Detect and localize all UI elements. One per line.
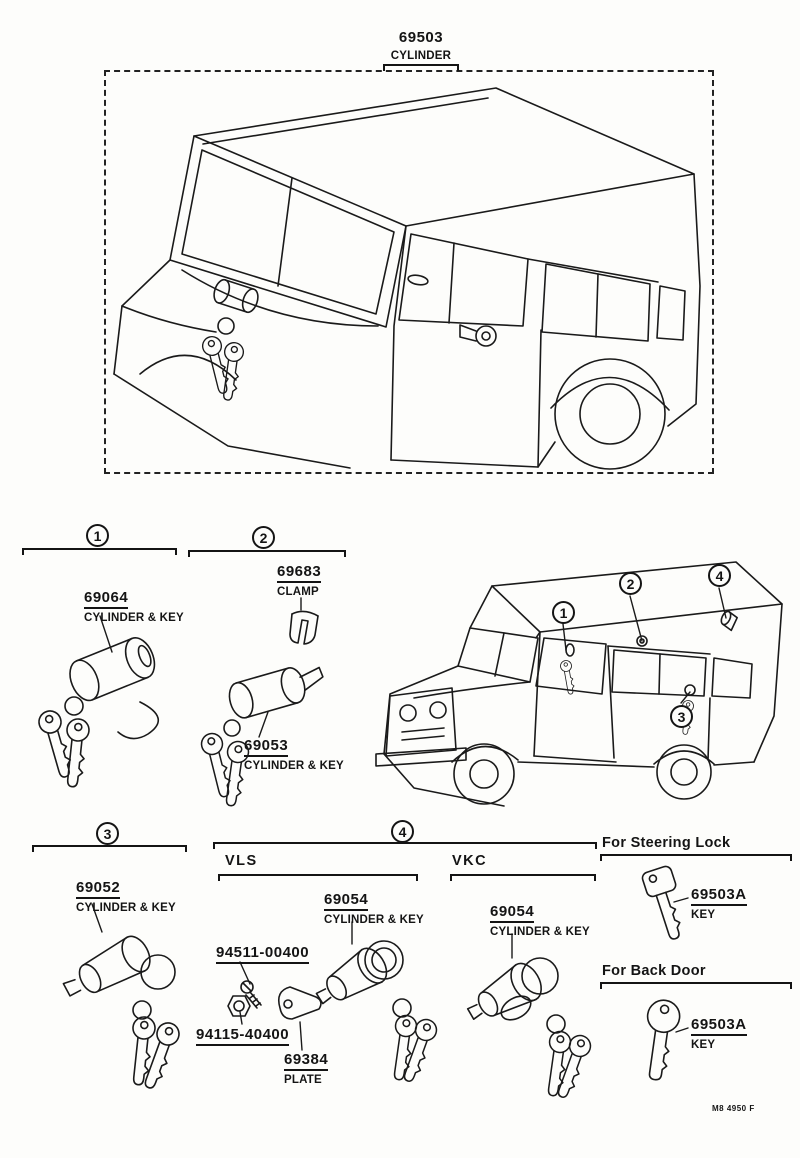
callout-2-badge: 2	[619, 572, 642, 595]
part-number: 69683	[277, 564, 322, 583]
part-94511-label: 94511-00400	[216, 944, 310, 964]
main-part-number: 69503	[398, 29, 444, 46]
part-69683-label: 69683 CLAMP	[277, 563, 322, 600]
main-part-name: CYLINDER	[390, 50, 452, 62]
part-69054-vls-drawing	[315, 940, 441, 1086]
steering-lock-heading: For Steering Lock	[602, 835, 731, 851]
vls-rule	[218, 874, 418, 881]
callout-3-badge: 3	[670, 705, 693, 728]
section-4-bracket	[213, 842, 597, 849]
part-name: CYLINDER & KEY	[244, 759, 344, 772]
part-name: KEY	[691, 1038, 716, 1051]
steering-key-drawing	[641, 865, 681, 940]
part-number: 94115-40400	[196, 1027, 290, 1046]
part-69053-label: 69053 CYLINDER & KEY	[244, 737, 344, 774]
dashed-border-box	[104, 70, 714, 474]
part-69054-vkc-label: 69054 CYLINDER & KEY	[490, 903, 590, 940]
part-number: 69503A	[691, 887, 747, 906]
part-number: 69384	[284, 1052, 329, 1071]
steering-heading-rule	[600, 854, 792, 861]
part-69503a-steering-label: 69503A KEY	[691, 886, 747, 923]
part-number: 94511-00400	[216, 945, 310, 964]
part-number: 69064	[84, 590, 129, 609]
main-assembly-label: 69503 CYLINDER	[370, 29, 472, 64]
clamp-drawing	[289, 610, 319, 645]
part-69054-vls-label: 69054 CYLINDER & KEY	[324, 891, 424, 928]
part-69064-drawing	[35, 637, 159, 789]
footer-print-code: M8 4950 F	[712, 1104, 755, 1113]
part-name: CLAMP	[277, 585, 319, 598]
part-name: CYLINDER & KEY	[324, 913, 424, 926]
main-vehicle-drawing	[113, 87, 701, 470]
screw-drawing	[240, 980, 262, 1009]
part-69064-label: 69064 CYLINDER & KEY	[84, 589, 184, 626]
part-name: KEY	[691, 908, 716, 921]
ignition-cylinder-icon	[199, 278, 259, 402]
part-69054-vkc-drawing	[466, 957, 595, 1102]
part-69052-label: 69052 CYLINDER & KEY	[76, 879, 176, 916]
part-94115-label: 94115-40400	[196, 1026, 290, 1046]
section-4-badge: 4	[391, 820, 414, 843]
back-door-heading-rule	[600, 982, 792, 989]
plate-drawing	[277, 986, 322, 1020]
part-69503a-backdoor-label: 69503A KEY	[691, 1016, 747, 1053]
back-door-lock-icon	[679, 684, 696, 736]
nut-drawing	[227, 995, 251, 1017]
section-1-bracket	[22, 548, 177, 555]
section-3-badge: 3	[96, 822, 119, 845]
variant-vkc-label: VKC	[452, 853, 488, 869]
back-door-key-drawing	[646, 999, 681, 1081]
section-1-badge: 1	[86, 524, 109, 547]
part-name: CYLINDER & KEY	[76, 901, 176, 914]
location-vehicle-drawing	[375, 561, 783, 807]
variant-vls-label: VLS	[225, 853, 258, 869]
part-number: 69052	[76, 880, 121, 899]
part-69384-label: 69384 PLATE	[284, 1051, 329, 1088]
part-number: 69054	[324, 892, 369, 911]
part-name: CYLINDER & KEY	[84, 611, 184, 624]
part-name: PLATE	[284, 1073, 322, 1086]
part-number: 69054	[490, 904, 535, 923]
main-label-leader	[383, 64, 459, 71]
part-number: 69503A	[691, 1017, 747, 1036]
part-number: 69053	[244, 738, 289, 757]
section-3-bracket	[32, 845, 187, 852]
callout-1-badge: 1	[552, 601, 575, 624]
part-name: CYLINDER & KEY	[490, 925, 590, 938]
quarter-lock-icon	[720, 610, 738, 632]
vkc-rule	[450, 874, 596, 881]
part-69053-drawing	[198, 666, 324, 808]
back-door-heading: For Back Door	[602, 963, 706, 979]
section-2-badge: 2	[252, 526, 275, 549]
door-lock-icon	[459, 324, 497, 347]
part-69052-drawing	[62, 935, 183, 1093]
section-2-bracket	[188, 550, 346, 557]
callout-4-badge: 4	[708, 564, 731, 587]
